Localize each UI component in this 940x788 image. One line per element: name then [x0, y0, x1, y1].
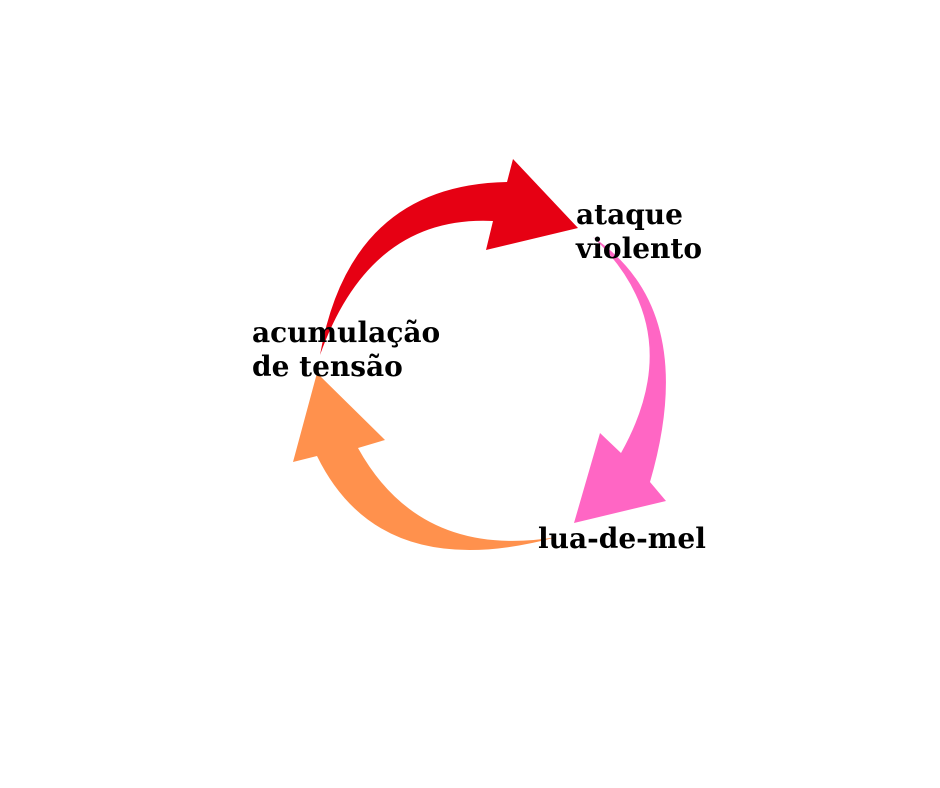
label-line: lua-de-mel — [538, 522, 706, 555]
arrow-orange — [293, 373, 557, 551]
stage-label-lua-de-mel: lua-de-mel — [538, 522, 706, 556]
arrow-red — [320, 159, 578, 355]
label-line: de tensão — [252, 350, 403, 383]
label-line: violento — [576, 232, 702, 265]
label-line: ataque — [576, 198, 683, 231]
label-line: acumulação — [252, 316, 441, 349]
arrow-pink — [574, 237, 666, 523]
